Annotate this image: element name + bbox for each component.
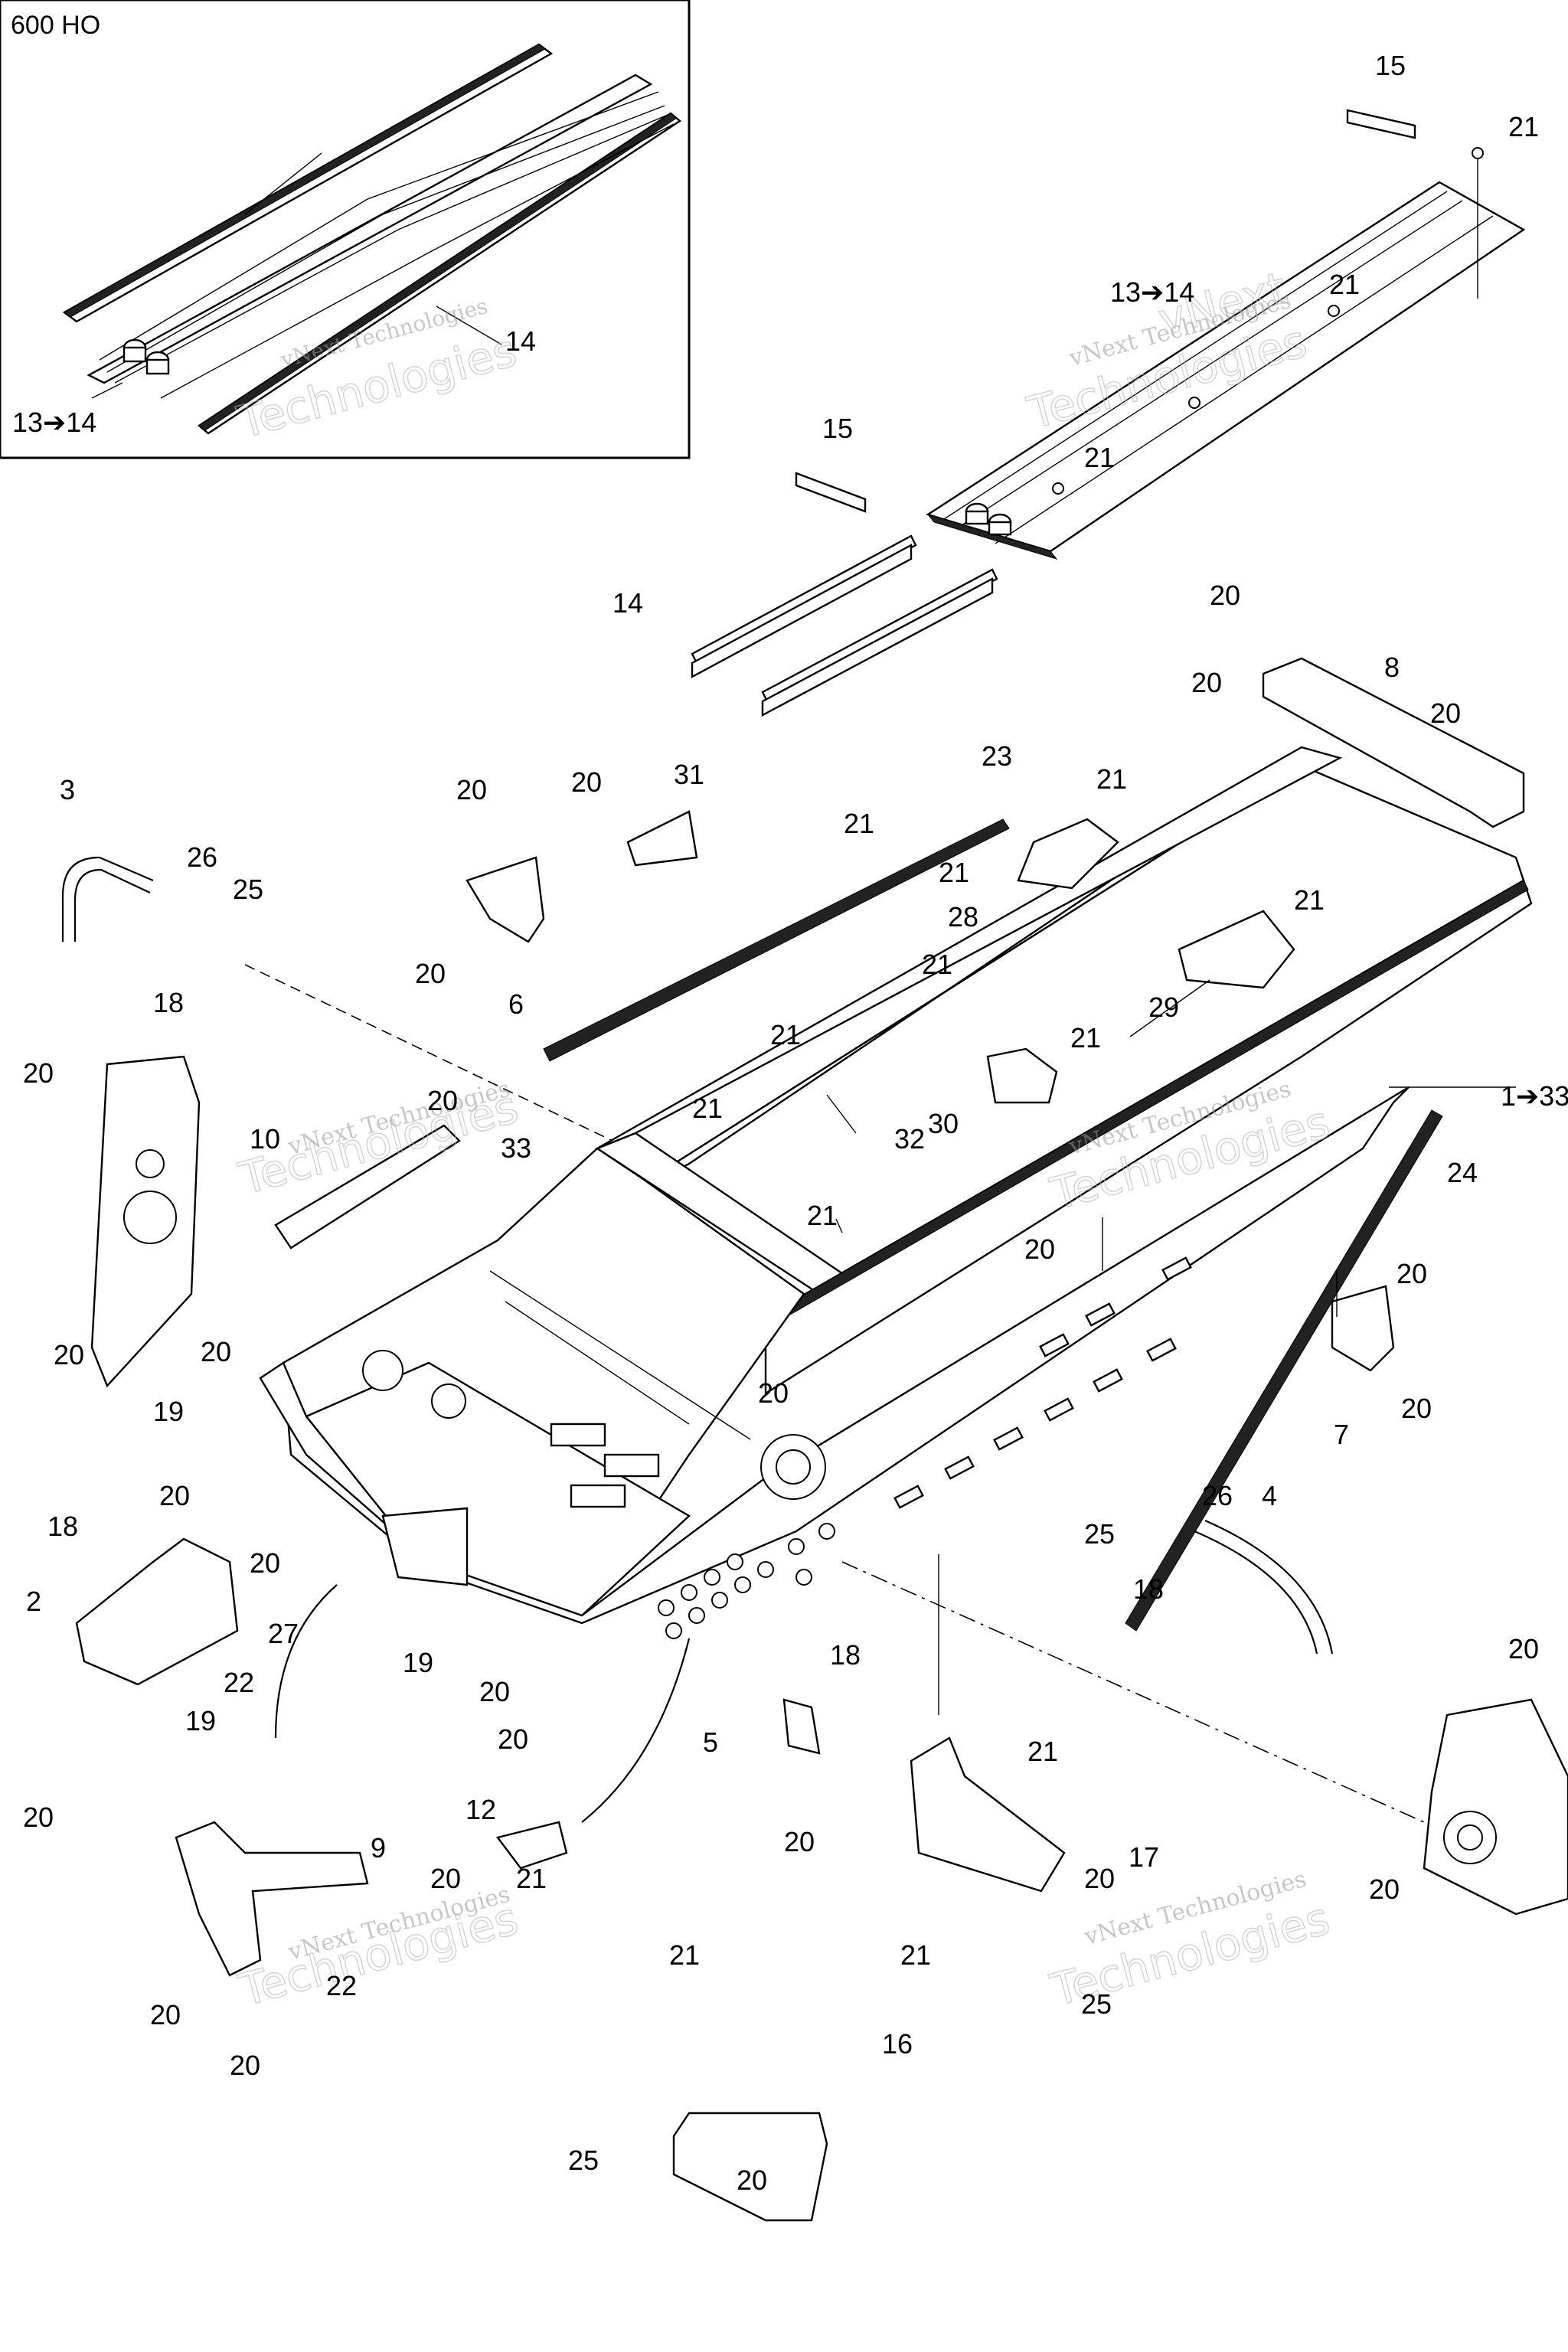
callout-19: 19 [153,1396,184,1427]
callout-20: 20 [1430,697,1461,729]
callout-8: 8 [1384,652,1400,683]
callout-20: 20 [1401,1393,1432,1424]
callout-21: 21 [1084,442,1115,473]
callout-31: 31 [674,759,704,790]
callout-20: 20 [1024,1233,1055,1265]
callout-20: 20 [479,1676,510,1707]
callout-26: 26 [1202,1480,1233,1511]
callout-21: 21 [939,857,969,888]
callout-18: 18 [830,1639,861,1671]
leader-lines [244,964,1516,1823]
callout-20: 20 [1210,580,1240,611]
callout-20: 20 [1396,1258,1427,1289]
callout-21: 21 [844,808,874,839]
callout-12: 12 [466,1794,496,1825]
callout-21: 21 [1027,1736,1058,1767]
callout-20: 20 [230,2050,260,2081]
callout-15-top: 15 [1375,50,1406,81]
callout-4: 4 [1262,1480,1277,1511]
callout-26: 26 [187,841,217,873]
callout-20: 20 [23,1057,54,1089]
callout-25: 25 [1084,1518,1115,1550]
callout-20: 20 [23,1802,54,1833]
callout-20: 20 [456,774,487,805]
callout-19: 19 [403,1647,433,1678]
callout-33: 33 [501,1132,531,1164]
callout-22: 22 [224,1667,254,1698]
inset-title: 600 HO [11,11,100,40]
callout-17: 17 [1129,1841,1159,1873]
callout-21: 21 [669,1939,700,1971]
callout-18: 18 [153,987,184,1018]
callout-21: 21 [1329,269,1360,300]
callout-24: 24 [1447,1157,1478,1188]
callout-9: 9 [371,1832,386,1864]
callout-1-33: 1➔33 [1501,1080,1568,1112]
frame-tunnel [61,657,1568,2222]
callout-13-14: 13➔14 [1110,276,1194,308]
callout-27: 27 [268,1618,299,1649]
callout-20: 20 [430,1863,461,1894]
callout-16: 16 [882,2028,913,2060]
callout-15: 15 [822,413,853,444]
callout-25: 25 [1081,1988,1112,2020]
callout-5: 5 [703,1726,718,1758]
callout-2: 2 [26,1586,41,1617]
callout-20: 20 [498,1723,528,1755]
callout-32: 32 [894,1123,925,1155]
callout-7: 7 [1334,1419,1349,1450]
callout-25: 25 [233,874,263,905]
callout-21: 21 [922,949,952,980]
callout-10: 10 [250,1123,280,1155]
callout-21: 21 [1294,884,1325,916]
callout-20: 20 [159,1480,190,1511]
callouts: 15 21 13➔14 21 15 21 14 20 20 8 20 3 20 … [23,50,1568,2196]
callout-20: 20 [784,1826,815,1857]
watermark-big-5: Technologies [234,1892,523,2016]
callout-3: 3 [60,774,75,805]
callout-22: 22 [326,1970,357,2001]
inset-callout-13-14: 13➔14 [12,407,96,438]
callout-21: 21 [692,1093,723,1124]
callout-20: 20 [1508,1633,1539,1664]
callout-20: 20 [54,1339,84,1370]
running-board-slots [893,1256,1192,1509]
callout-14: 14 [612,587,643,619]
callout-20: 20 [415,958,446,989]
callout-20: 20 [150,1999,181,2030]
inset-callout-14: 14 [505,325,536,357]
callout-20: 20 [571,766,602,798]
callout-6: 6 [508,988,524,1020]
callout-20: 20 [250,1547,280,1579]
callout-21: 21 [1508,111,1539,142]
callout-18: 18 [47,1511,78,1542]
callout-21: 21 [1096,763,1127,795]
callout-23: 23 [982,740,1012,772]
footrest-holes [658,1523,835,1639]
callout-18: 18 [1133,1573,1164,1605]
callout-20: 20 [201,1336,231,1367]
callout-20: 20 [758,1377,789,1409]
callout-21: 21 [1070,1022,1101,1054]
callout-20: 20 [737,2164,767,2196]
callout-20: 20 [1369,1873,1400,1905]
callout-28: 28 [948,901,978,933]
inset-600ho: 600 HO 14 13➔14 vNext Technologies Techn… [0,0,691,459]
callout-25: 25 [568,2145,599,2176]
callout-20: 20 [1191,667,1222,698]
tunnel-cap-assembly [691,109,1526,717]
callout-30: 30 [928,1108,959,1139]
callout-21: 21 [770,1019,801,1050]
callout-21: 21 [516,1863,547,1894]
callout-21: 21 [807,1200,838,1231]
callout-20: 20 [1084,1863,1115,1894]
callout-29: 29 [1148,991,1179,1023]
callout-21: 21 [900,1939,931,1971]
callout-20: 20 [427,1085,458,1116]
callout-19: 19 [185,1705,216,1736]
